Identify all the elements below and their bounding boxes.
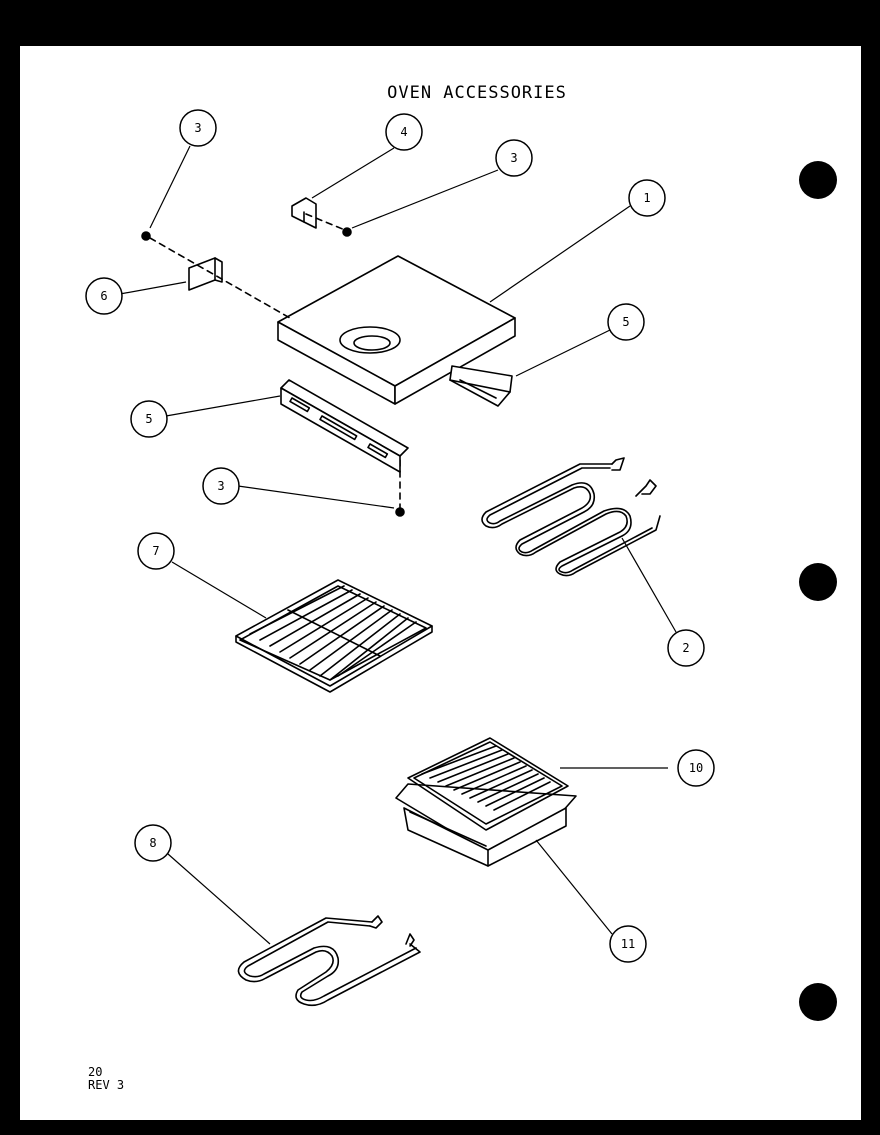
callout-3-lower: 3 [202, 467, 240, 505]
svg-text:3: 3 [510, 151, 517, 165]
svg-text:4: 4 [400, 125, 407, 139]
svg-text:3: 3 [194, 121, 201, 135]
broiler-pan-part [395, 783, 577, 867]
angle-bracket-part [291, 197, 317, 229]
callout-11: 11 [609, 925, 647, 963]
oven-rack-part [235, 579, 433, 693]
binder-hole-bottom [799, 983, 837, 1021]
callout-7: 7 [137, 532, 175, 570]
callout-5-left: 5 [130, 400, 168, 438]
screw-upper-right [342, 227, 352, 237]
callout-10: 10 [677, 749, 715, 787]
diagram-title: OVEN ACCESSORIES [387, 83, 567, 103]
callout-3-upper-left: 3 [179, 109, 217, 147]
svg-text:10: 10 [689, 761, 703, 775]
svg-text:3: 3 [217, 479, 224, 493]
side-rail-front [280, 379, 409, 473]
side-rail-back [449, 365, 513, 407]
bake-element-part [237, 915, 421, 1007]
screw-lower [395, 507, 405, 517]
callout-1: 1 [628, 179, 666, 217]
page-number: 20 [88, 1065, 102, 1079]
assembly-lines [149, 213, 401, 509]
callout-6: 6 [85, 277, 123, 315]
panel-part [277, 255, 516, 405]
svg-text:11: 11 [621, 937, 635, 951]
small-bracket-part [188, 257, 223, 291]
svg-text:8: 8 [149, 836, 156, 850]
screw-upper-left [141, 231, 151, 241]
svg-text:2: 2 [682, 641, 689, 655]
svg-text:6: 6 [100, 289, 107, 303]
callout-4: 4 [385, 113, 423, 151]
paper-sheet [20, 46, 861, 1120]
revision-label: REV 3 [88, 1078, 124, 1092]
svg-text:1: 1 [643, 191, 650, 205]
binder-hole-top [799, 161, 837, 199]
callout-2: 2 [667, 629, 705, 667]
svg-text:7: 7 [152, 544, 159, 558]
svg-text:5: 5 [622, 315, 629, 329]
callout-8: 8 [134, 824, 172, 862]
callouts: 3 4 3 1 6 5 5 3 [85, 109, 715, 963]
callout-3-upper-right: 3 [495, 139, 533, 177]
broil-element-part [481, 457, 661, 577]
callout-5-right: 5 [607, 303, 645, 341]
leader-lines [119, 145, 677, 945]
binder-hole-middle [799, 563, 837, 601]
svg-text:5: 5 [145, 412, 152, 426]
